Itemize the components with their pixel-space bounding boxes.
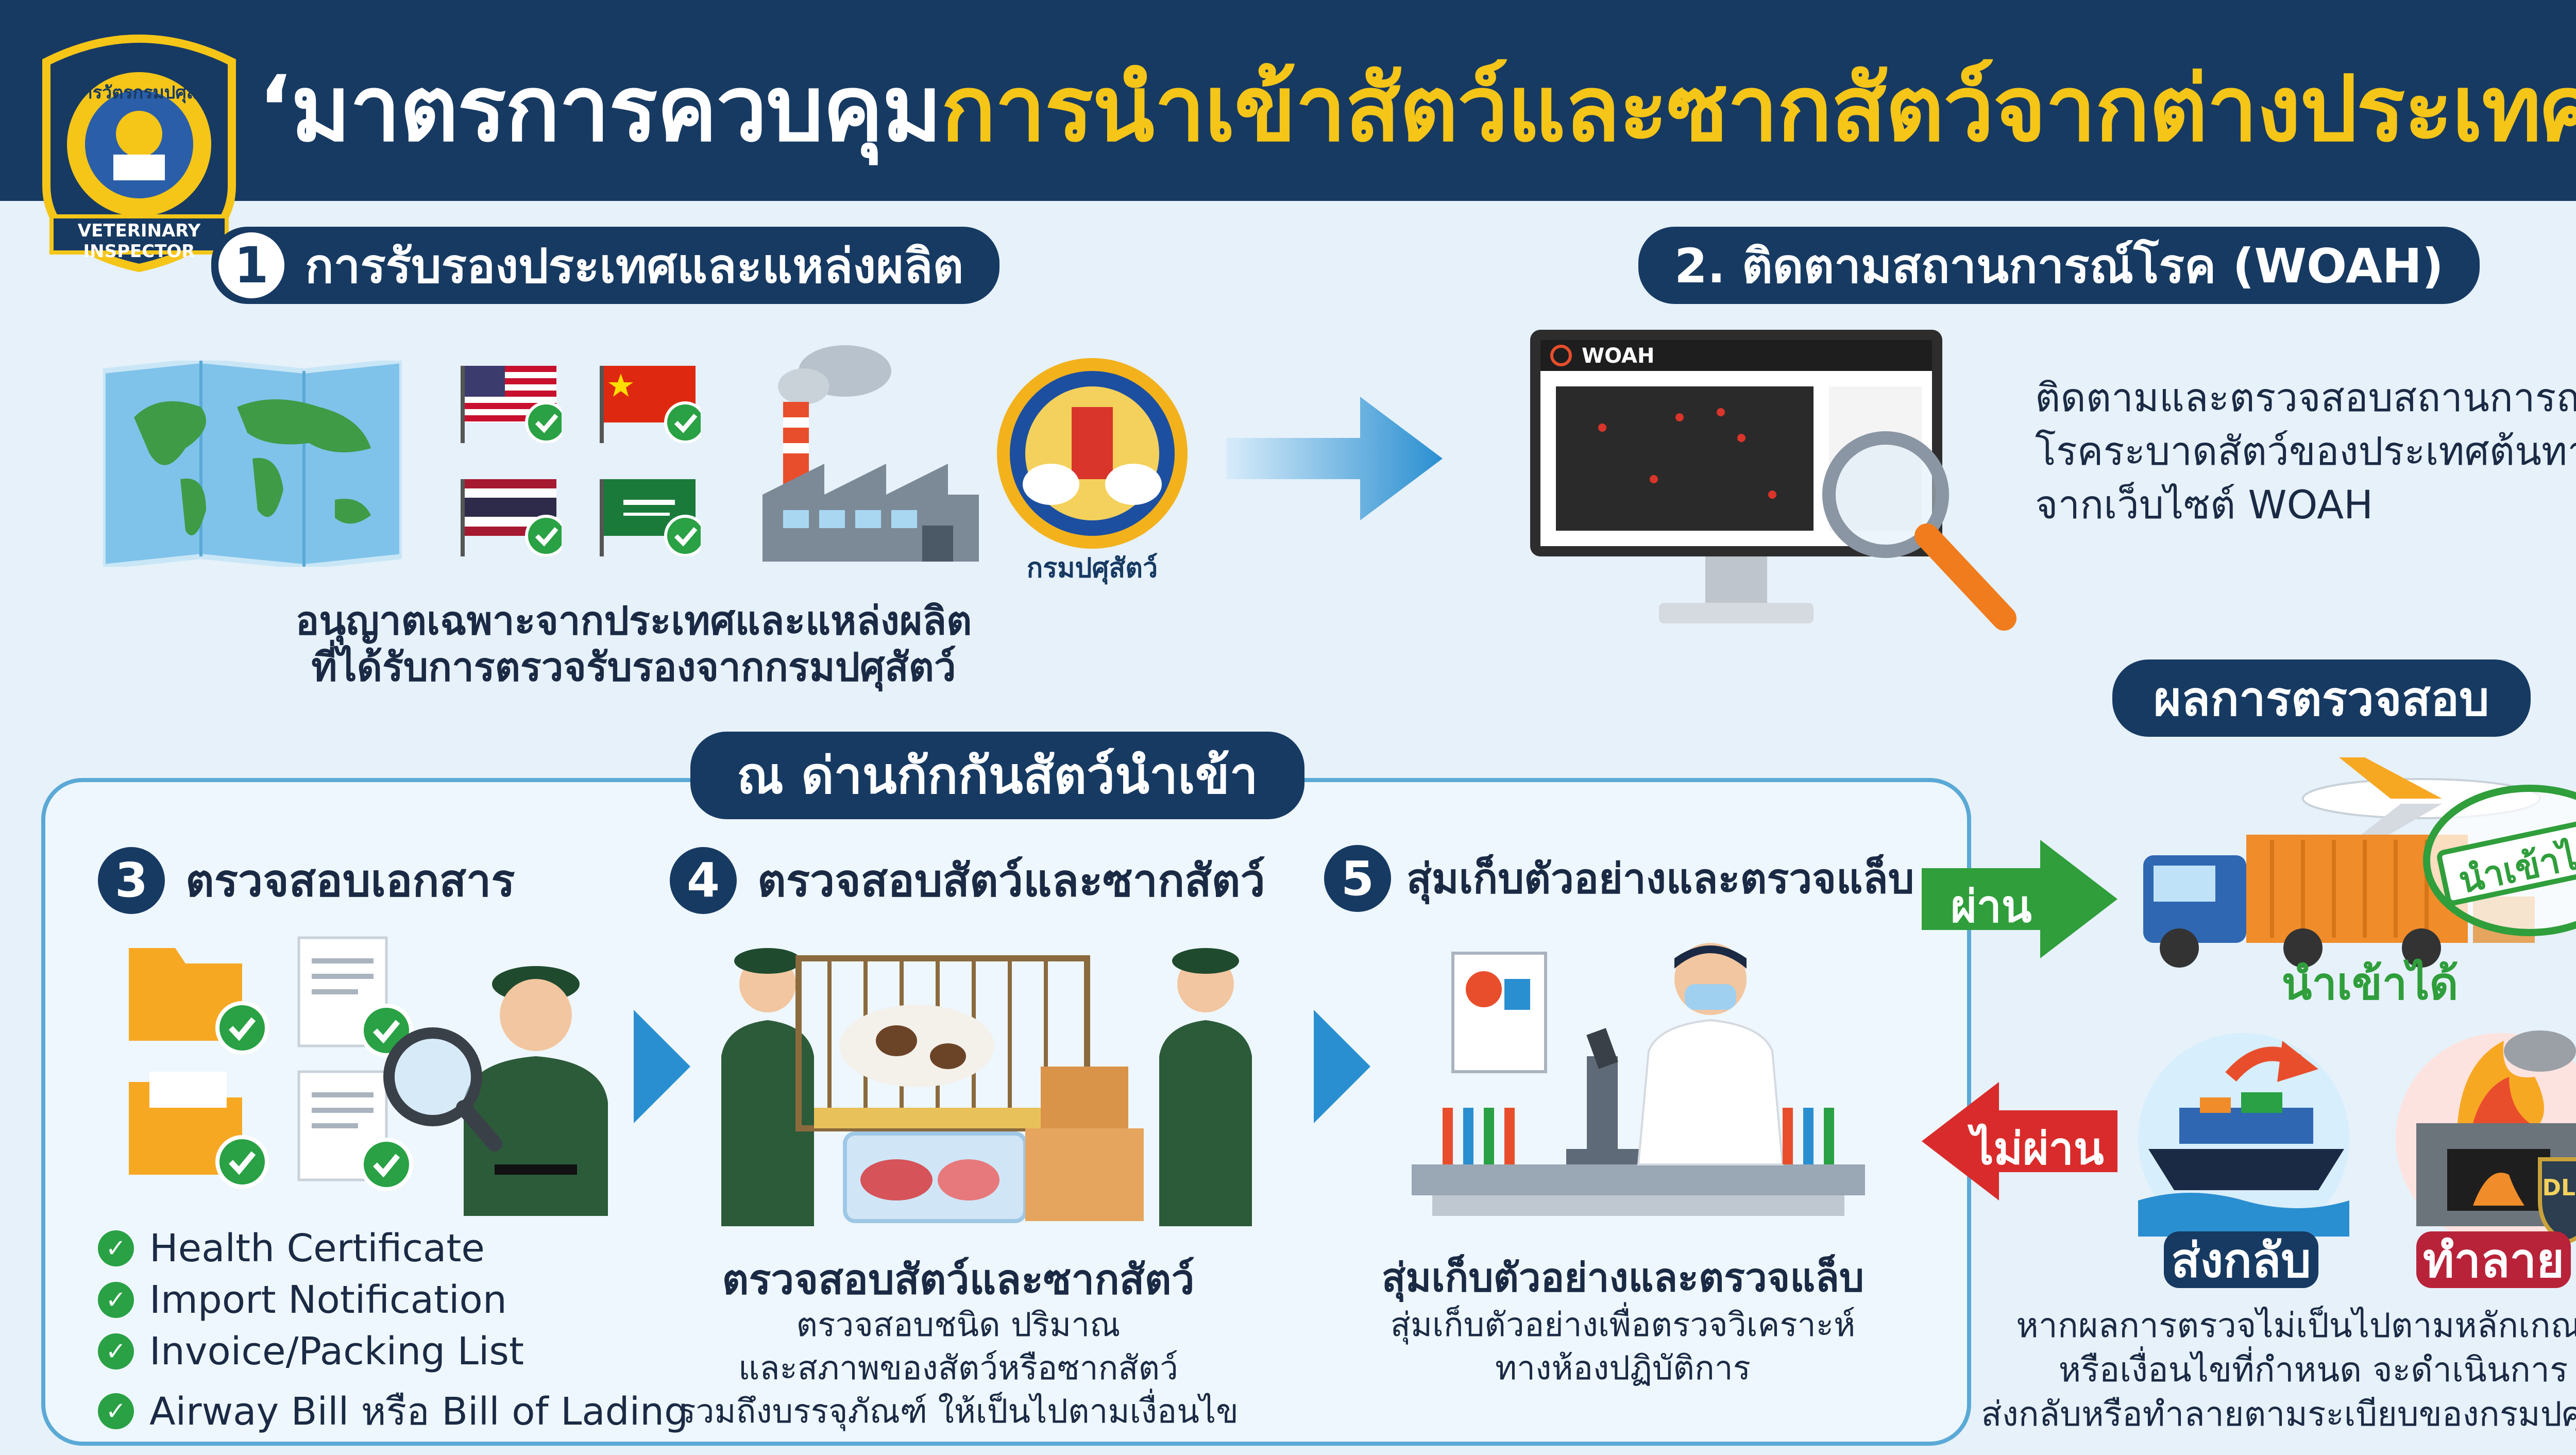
section1-caption-line1: อนุญาตเฉพาะจากประเทศและแหล่งผลิต: [295, 598, 972, 644]
step4-label: ตรวจสอบสัตว์และซากสัตว์: [757, 855, 1265, 907]
return-ship-icon: [2128, 1020, 2360, 1247]
section2-desc-line3: จากเว็บไซต์ WOAH: [2035, 482, 2374, 528]
step5-desc-line1: สุ่มเก็บตัวอย่างเพื่อตรวจวิเคราะห์: [1390, 1306, 1856, 1344]
step-arrow-icon: [1314, 1010, 1370, 1123]
document-item: ✓Airway Bill หรือ Bill of Lading: [98, 1381, 688, 1442]
page-title: ‘มาตรการควบคุมการนำเข้าสัตว์และซากสัตว์จ…: [258, 36, 2576, 180]
inspector-with-magnifier-icon: [371, 948, 618, 1216]
section1-caption: อนุญาตเฉพาะจากประเทศและแหล่งผลิต ที่ได้ร…: [196, 598, 1072, 690]
step4-number: 4: [670, 847, 737, 914]
step5-heading: สุ่มเก็บตัวอย่างและตรวจแล็บ: [1381, 1255, 1865, 1300]
world-map-icon: [100, 358, 404, 570]
fail-note-line2: หรือเงื่อนไขที่กำหนด จะดำเนินการ: [2058, 1350, 2568, 1390]
flow-arrow-icon: [1226, 392, 1443, 526]
check-icon: ✓: [98, 1230, 134, 1266]
fail-note-line1: หากผลการตรวจไม่เป็นไปตามหลักเกณฑ์: [2016, 1306, 2576, 1345]
step4-desc-line2: และสภาพของสัตว์หรือซากสัตว์: [738, 1349, 1178, 1388]
document-item: ✓Health Certificate: [98, 1226, 688, 1271]
step4-description: ตรวจสอบชนิด ปริมาณ และสภาพของสัตว์หรือซา…: [665, 1304, 1252, 1433]
section1-caption-line2: ที่ได้รับการตรวจรับรองจากกรมปศุสัตว์: [311, 644, 956, 690]
title-part-yellow: การนำเข้าสัตว์และซากสัตว์จากต่างประเทศ’: [941, 56, 2576, 162]
step-arrow-icon: [634, 1010, 690, 1123]
document-item: ✓Invoice/Packing List: [98, 1329, 688, 1374]
fail-note: หากผลการตรวจไม่เป็นไปตามหลักเกณฑ์ หรือเง…: [1968, 1304, 2576, 1436]
section1-label: การรับรองประเทศและแหล่งผลิต: [305, 238, 964, 294]
fail-arrow-icon: ไม่ผ่าน: [1922, 1082, 2117, 1200]
usa-flag-icon: [459, 361, 567, 444]
section2-pill: 2. ติดตามสถานการณ์โรค (WOAH): [1638, 227, 2480, 304]
step4-desc-line3: รวมถึงบรรจุภัณฑ์ ให้เป็นไปตามเงื่อนไข: [678, 1393, 1239, 1431]
header-bar: [0, 0, 2576, 201]
logo-arc-text: สารวัตรกรมปศุสัตว์: [72, 82, 218, 103]
step4-desc-line1: ตรวจสอบชนิด ปริมาณ: [796, 1306, 1121, 1344]
section1-pill: 1 การรับรองประเทศและแหล่งผลิต: [211, 227, 1000, 304]
veterinary-inspector-logo: สารวัตรกรมปศุสัตว์ VETERINARY INSPECTOR: [36, 31, 242, 273]
fail-note-line3: ส่งกลับหรือทำลายตามระเบียบของกรมปศุสัตว์: [1981, 1394, 2576, 1434]
pass-arrow-icon: ผ่าน: [1922, 840, 2117, 958]
saudi-flag-icon: [598, 474, 706, 557]
check-icon: ✓: [98, 1333, 134, 1369]
checkpoint-pill: ณ ด่านกักกันสัตว์นำเข้า: [690, 732, 1304, 819]
step4-heading: ตรวจสอบสัตว์และซากสัตว์: [722, 1256, 1195, 1304]
document-checklist: ✓Health Certificate ✓Import Notification…: [98, 1226, 688, 1442]
step3-label: ตรวจสอบเอกสาร: [185, 855, 515, 907]
china-flag-icon: [598, 361, 706, 444]
title-part-white: ‘มาตรการควบคุม: [258, 56, 942, 162]
woah-monitor-icon: WOAH: [1525, 325, 2030, 654]
plane-truck-icon: [2133, 752, 2576, 969]
pass-caption: นำเข้าได้: [2281, 958, 2459, 1010]
return-tag: ส่งกลับ: [2164, 1231, 2318, 1288]
step3-header: 3 ตรวจสอบเอกสาร: [98, 845, 515, 916]
section1-number: 1: [218, 232, 284, 298]
destroy-tag: ทำลาย: [2416, 1231, 2571, 1288]
step3-number: 3: [98, 847, 165, 914]
section2-desc-line1: ติดตามและตรวจสอบสถานการณ์: [2035, 375, 2576, 420]
step4-header: 4 ตรวจสอบสัตว์และซากสัตว์: [670, 845, 1265, 916]
section2-desc-line2: โรคระบาดสัตว์ของประเทศต้นทาง: [2035, 428, 2576, 474]
factory-icon: [752, 340, 989, 567]
step5-desc-line2: ทางห้องปฏิบัติการ: [1495, 1349, 1751, 1388]
fail-label: ไม่ผ่าน: [1971, 1123, 2104, 1175]
logo-banner-text: VETERINARY INSPECTOR: [77, 221, 201, 262]
check-icon: ✓: [98, 1282, 134, 1318]
dld-department-logo: กรมปศุสัตว์: [994, 356, 1190, 584]
thailand-flag-icon: [459, 474, 567, 557]
animal-inspection-icon: [711, 938, 1267, 1226]
check-icon: ✓: [98, 1393, 134, 1429]
dld-logo-text: กรมปศุสัตว์: [1026, 553, 1158, 584]
step5-header: 5 สุ่มเก็บตัวอย่างและตรวจแล็บ: [1324, 845, 1914, 912]
document-item: ✓Import Notification: [98, 1278, 688, 1322]
step5-number: 5: [1324, 845, 1391, 912]
results-pill: ผลการตรวจสอบ: [2112, 659, 2531, 737]
pass-label: ผ่าน: [1951, 881, 2032, 933]
step5-label: สุ่มเก็บตัวอย่างและตรวจแล็บ: [1406, 854, 1914, 903]
documents-icon: [118, 927, 438, 1206]
step5-description: สุ่มเก็บตัวอย่างเพื่อตรวจวิเคราะห์ ทางห้…: [1324, 1304, 1922, 1390]
lab-scientist-icon: [1412, 938, 1865, 1226]
monitor-brand-text: WOAH: [1582, 344, 1655, 368]
section2-description: ติดตามและตรวจสอบสถานการณ์ โรคระบาดสัตว์ข…: [2035, 371, 2576, 532]
incinerator-icon: DLD: [2385, 1020, 2576, 1247]
dld-shield-text: DLD: [2542, 1175, 2576, 1201]
approved-stamp: นำเข้าได้: [2421, 783, 2576, 938]
